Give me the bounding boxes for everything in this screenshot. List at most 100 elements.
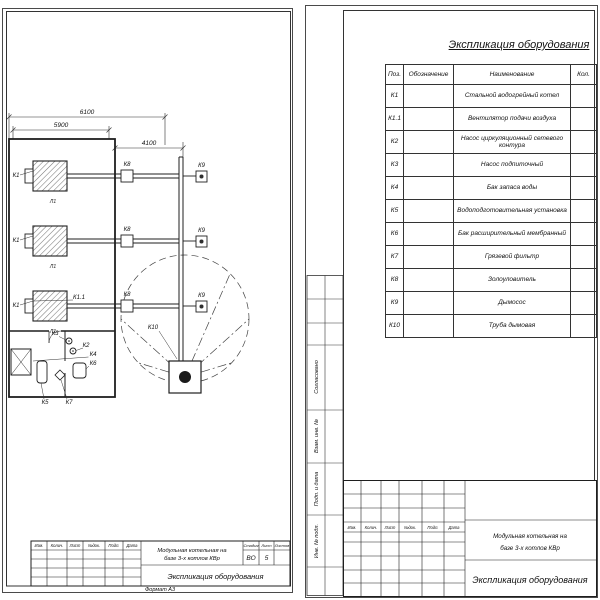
cell-designation bbox=[403, 199, 454, 223]
label-k1: К1 bbox=[13, 303, 20, 309]
cell-name: Бак расширительный мембранный bbox=[453, 222, 571, 246]
doc-title-line1: Модульная котельная на bbox=[493, 533, 567, 540]
cell-qty bbox=[570, 268, 597, 292]
label-k9: К9 bbox=[198, 163, 206, 169]
label-k1: К1 bbox=[13, 173, 20, 179]
cell-name: Грязевой фильтр bbox=[453, 245, 571, 269]
cell-qty bbox=[570, 130, 597, 154]
cell-designation bbox=[403, 130, 454, 154]
cell-pos: К7 bbox=[385, 245, 404, 269]
cell-pos: К2 bbox=[385, 130, 404, 154]
water-treatment-symbol bbox=[36, 360, 48, 384]
sheets-label: Листов bbox=[274, 543, 290, 548]
stamp-soglasovano: Согласовано bbox=[314, 360, 320, 394]
cell-designation bbox=[403, 314, 454, 338]
cell-qty bbox=[570, 153, 597, 177]
label-k1: К1 bbox=[13, 238, 20, 244]
tb-header-list: Лист bbox=[384, 525, 396, 530]
tb-header-ndok: №док. bbox=[404, 525, 416, 530]
tb-header-izm: Изм. bbox=[348, 525, 357, 530]
tb-header-kolich: Колич. bbox=[51, 543, 64, 548]
cell-qty bbox=[570, 84, 597, 108]
sheet-plan: 6100 5900 4100 bbox=[2, 8, 293, 593]
cell-designation bbox=[403, 291, 454, 315]
cell-name: Вентилятор подачи воздуха bbox=[453, 107, 571, 131]
expansion-tank-symbol bbox=[72, 362, 87, 379]
plan-drawing: 6100 5900 4100 bbox=[6, 11, 291, 592]
stamp-vzam-inv: Взам. инв. № bbox=[314, 419, 320, 453]
table-header-row: Поз. Обозначение Наименование Кол. bbox=[385, 64, 597, 85]
label-k2: К2 bbox=[83, 343, 91, 349]
boiler-symbol bbox=[32, 160, 68, 192]
boiler-3-group: К1 Л1 К8 К9 К1.1 bbox=[13, 290, 208, 335]
cell-designation bbox=[403, 153, 454, 177]
cell-qty bbox=[570, 199, 597, 223]
cell-pos: К10 bbox=[385, 314, 404, 338]
label-k3: К3 bbox=[52, 331, 60, 337]
boiler-symbol bbox=[32, 225, 68, 257]
cell-name: Стальной водогрейный котел bbox=[453, 84, 571, 108]
sheet-value: 5 bbox=[265, 555, 269, 562]
tb-header-izm: Изм. bbox=[35, 543, 44, 548]
label-l1: Л1 bbox=[49, 199, 56, 205]
tb-subtitle: Экспликация оборудования bbox=[168, 572, 264, 581]
ash-collector-symbol bbox=[120, 299, 134, 313]
cell-name: Насос циркуляционный сетевого контура bbox=[453, 130, 571, 154]
cell-qty bbox=[570, 176, 597, 200]
auxiliary-equipment-group: К3 К2 К4 К6 К5 К7 bbox=[10, 331, 98, 406]
tb-header-data: Дата bbox=[447, 525, 460, 530]
cell-pos: К3 bbox=[385, 153, 404, 177]
label-k8: К8 bbox=[124, 162, 132, 168]
dim-6100: 6100 bbox=[80, 109, 95, 116]
spec-row: К6 Бак расширительный мембранный bbox=[385, 222, 597, 246]
cell-qty bbox=[570, 314, 597, 338]
cell-designation bbox=[403, 84, 454, 108]
cell-name: Водоподготовительная установка bbox=[453, 199, 571, 223]
filter-symbol bbox=[54, 369, 66, 381]
tb-header-list: Лист bbox=[69, 543, 81, 548]
cell-pos: К6 bbox=[385, 222, 404, 246]
col-qty: Кол. bbox=[570, 64, 597, 85]
label-k9: К9 bbox=[198, 228, 206, 234]
cell-qty bbox=[570, 245, 597, 269]
cell-designation bbox=[403, 245, 454, 269]
doc-title-line2: базе 3-х котлов КВр bbox=[164, 556, 221, 562]
boiler-2-group: К1 Л1 К8 К9 bbox=[13, 225, 208, 270]
label-k4: К4 bbox=[90, 352, 98, 358]
dim-5900: 5900 bbox=[54, 122, 69, 129]
label-k7: К7 bbox=[66, 400, 74, 406]
label-k8: К8 bbox=[124, 292, 132, 298]
col-designation: Обозначение bbox=[403, 64, 454, 85]
title-block-right: Изм. Колич. Лист №док. Подп. Дата Модуль… bbox=[343, 480, 597, 597]
stage-label: Стадия bbox=[244, 543, 260, 548]
format-note: Формат А3 bbox=[145, 587, 176, 592]
chimney-group: К10 bbox=[120, 156, 250, 394]
cell-name: Дымосос bbox=[453, 291, 571, 315]
spec-title: Экспликация оборудования bbox=[448, 39, 590, 51]
label-k9: К9 bbox=[198, 293, 206, 299]
spec-row: К2 Насос циркуляционный сетевого контура bbox=[385, 130, 597, 154]
tb-header-podp: Подп. bbox=[427, 525, 438, 530]
dim-4100: 4100 bbox=[142, 140, 157, 147]
label-l1: Л1 bbox=[49, 329, 56, 335]
label-l1: Л1 bbox=[49, 264, 56, 270]
tb-header-data: Дата bbox=[125, 543, 138, 548]
tb-header-podp: Подп. bbox=[108, 543, 119, 548]
cell-qty bbox=[570, 222, 597, 246]
margin-stamp-strip: Согласовано Взам. инв. № Подп. и дата Ин… bbox=[306, 275, 344, 596]
col-pos: Поз. bbox=[385, 64, 404, 85]
label-k10: К10 bbox=[148, 325, 159, 331]
doc-title-line1: Модульная котельная на bbox=[157, 548, 227, 554]
label-k6: К6 bbox=[90, 361, 98, 367]
stamp-podp-data: Подп. и дата bbox=[314, 472, 320, 506]
cell-name: Бак запаса воды bbox=[453, 176, 571, 200]
fan-symbol bbox=[24, 298, 34, 314]
tb-header-ndok: №док. bbox=[88, 543, 100, 548]
